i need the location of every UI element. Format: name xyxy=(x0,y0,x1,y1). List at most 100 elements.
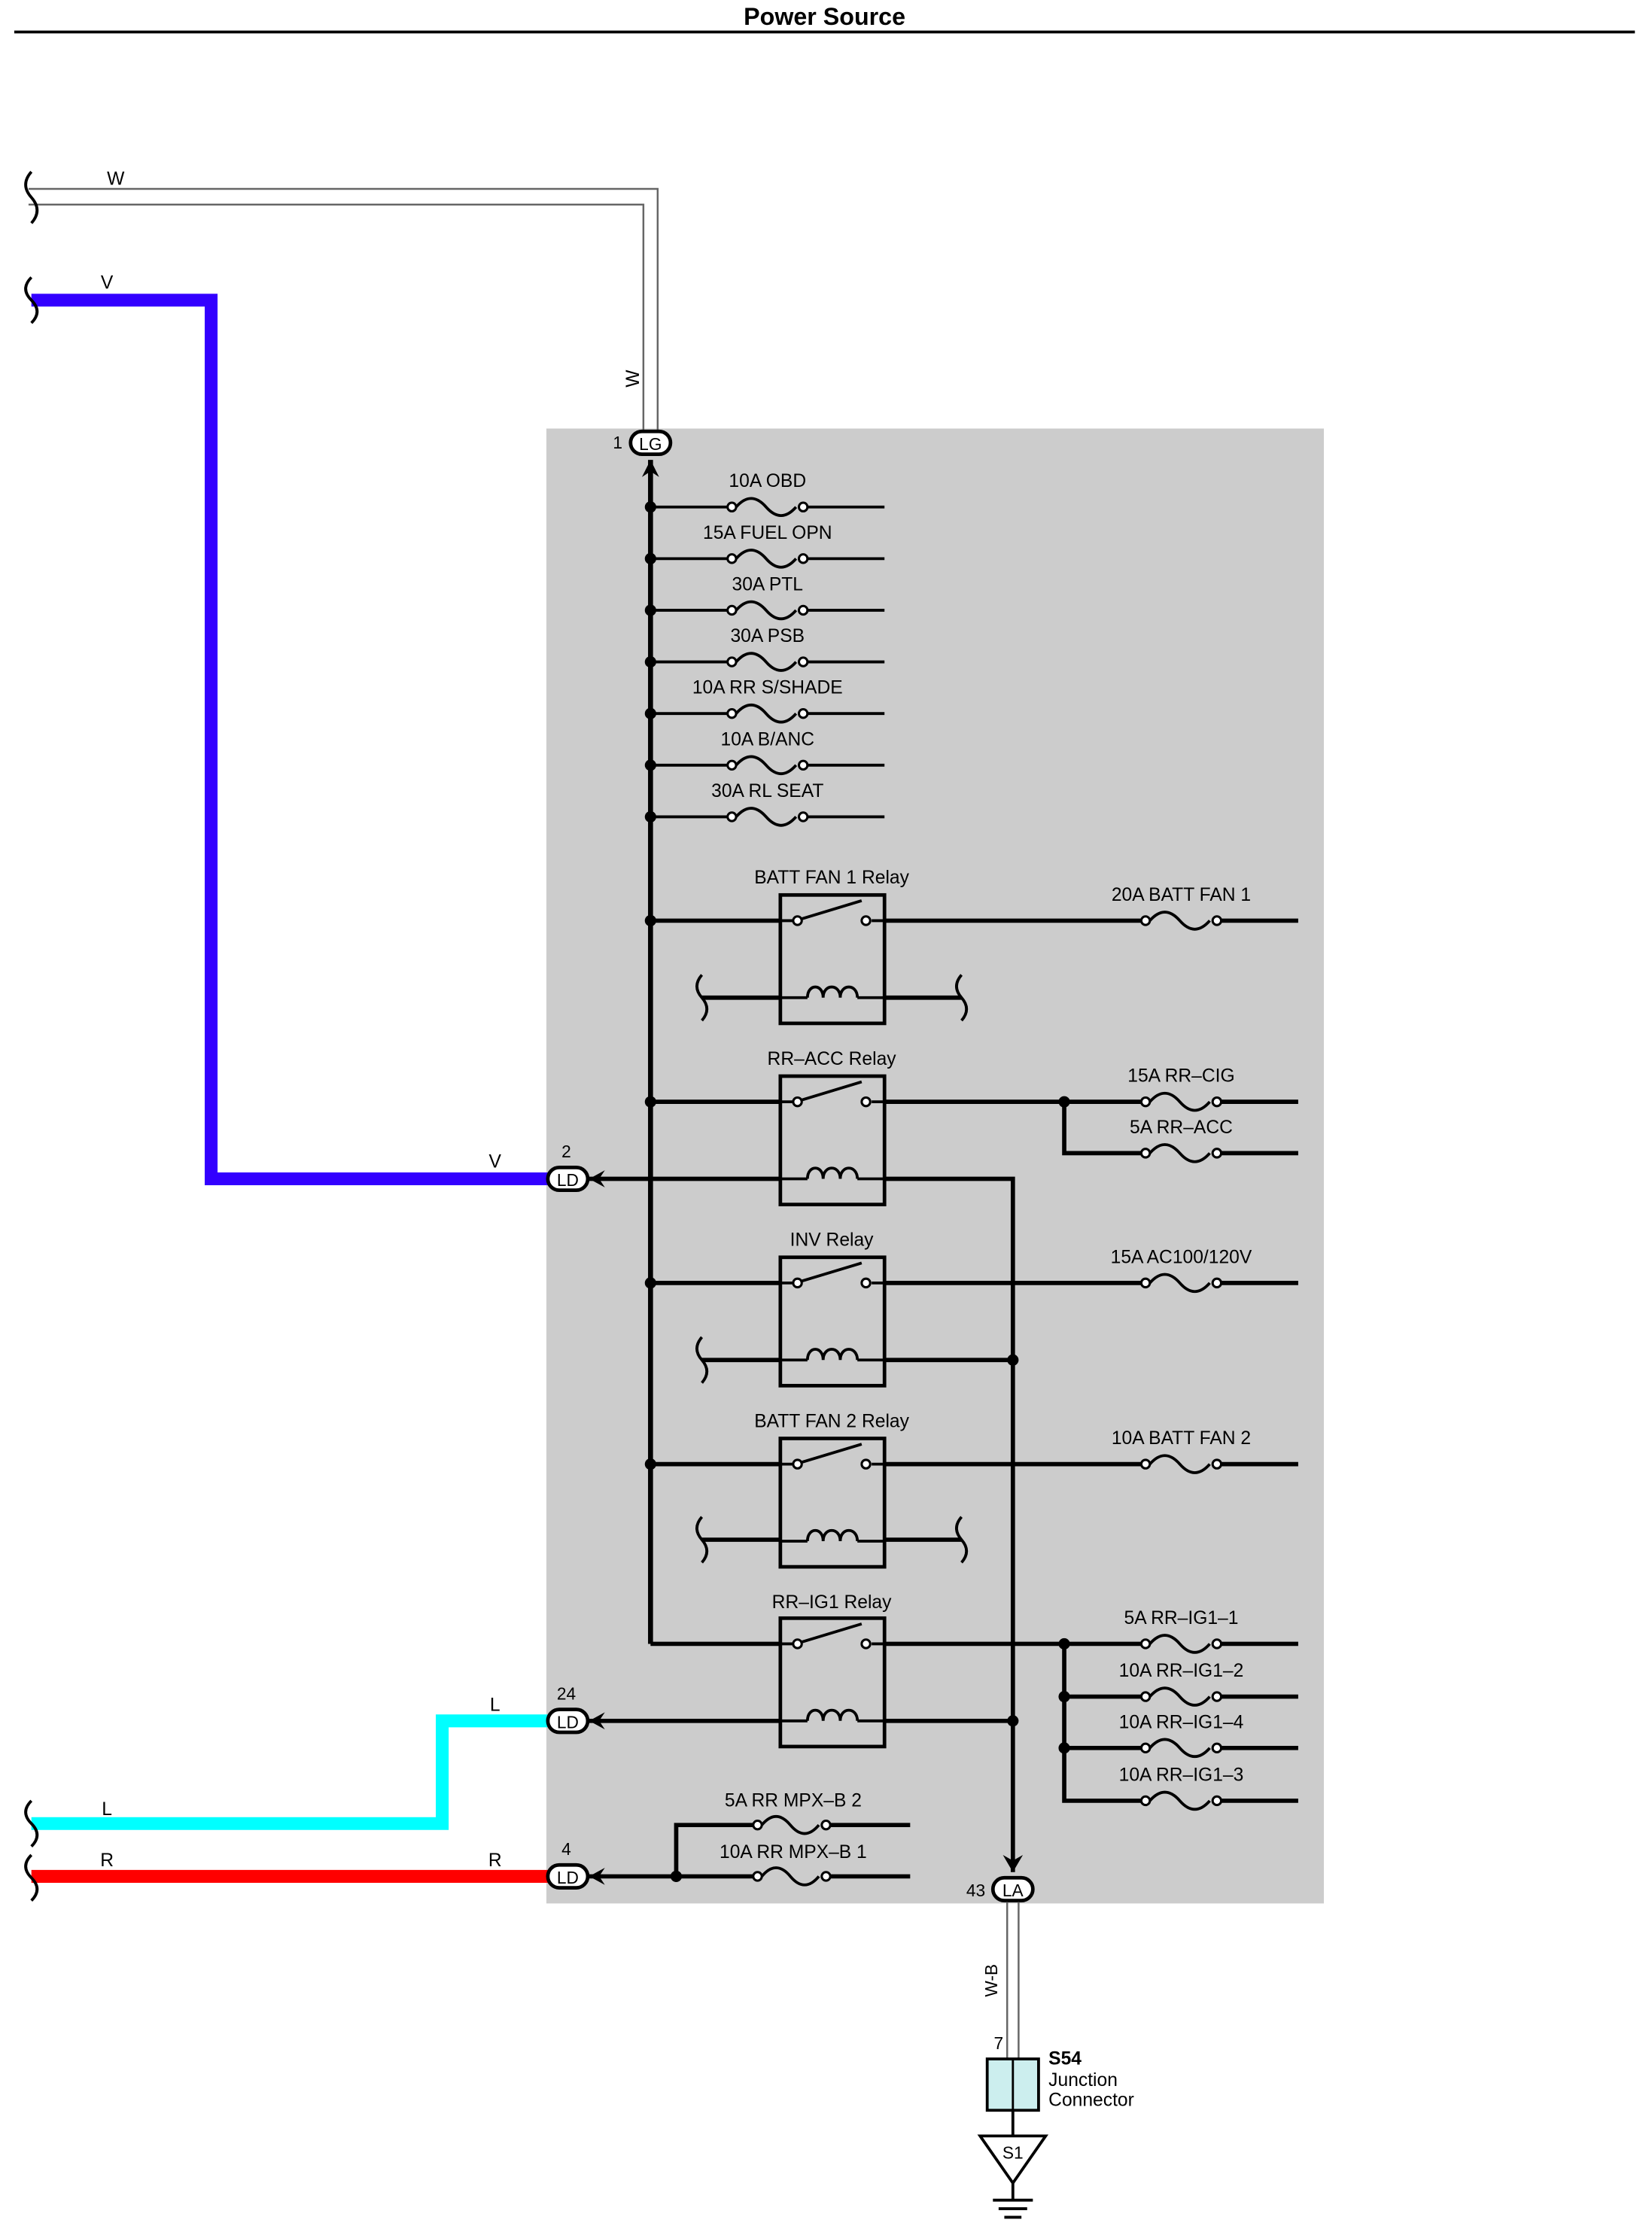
fuse-symbol xyxy=(726,755,809,776)
connector-la-code: LA xyxy=(1002,1881,1024,1900)
wire-label-l-upper: L xyxy=(490,1695,500,1716)
wire-break-symbols xyxy=(24,171,39,1902)
wire-label-r-left: R xyxy=(100,1850,114,1871)
relay-label-batt-fan-1: BATT FAN 1 Relay xyxy=(754,868,909,888)
connector-lg-code: LG xyxy=(639,434,662,454)
top-fuse-row: 30A PSB xyxy=(644,626,885,672)
fuse-symbol xyxy=(726,497,809,517)
bus-junction-dot xyxy=(644,707,656,719)
wire-label-l-lower: L xyxy=(102,1799,112,1820)
connector-ld-r-code: LD xyxy=(557,1868,579,1887)
lg-arrow xyxy=(641,460,659,477)
connector-ld-l-code: LD xyxy=(557,1712,579,1732)
bus-junction-dot xyxy=(644,655,656,668)
wire-l: L L xyxy=(31,1695,551,1830)
connector-la: LA 43 xyxy=(966,1854,1035,1903)
top-fuse-row: 10A RR S/SHADE xyxy=(644,678,885,724)
fuse-symbol xyxy=(726,549,809,569)
wire-label-v-right: V xyxy=(489,1151,502,1172)
output-fuse-symbols xyxy=(752,911,1223,1887)
fuse-symbol xyxy=(726,703,809,724)
relay-label-rr-ig1: RR–IG1 Relay xyxy=(772,1592,892,1613)
wire-label-wb: W-B xyxy=(981,1964,1001,1997)
connector-lg-pin: 1 xyxy=(613,433,622,452)
mpx-fuse-symbol xyxy=(752,1866,832,1887)
output-fuse-symbol xyxy=(1139,1738,1223,1759)
connector-ld-l-pin: 24 xyxy=(557,1683,576,1703)
wire-label-w-top: W xyxy=(107,169,125,189)
junction-connector-s54: 7 S54 Junction Connector xyxy=(985,2033,1134,2112)
wire-label-r-right: R xyxy=(488,1850,502,1871)
page-title: Power Source xyxy=(744,3,905,30)
top-fuse-label: 10A B/ANC xyxy=(721,729,815,750)
fuse-label-rr-acc: 5A RR–ACC xyxy=(1130,1118,1233,1138)
output-fuse-symbol xyxy=(1139,1273,1223,1294)
connector-ld-v-pin: 2 xyxy=(561,1142,571,1161)
connector-lg: LG 1 xyxy=(613,429,673,456)
connector-ld-l: LD 24 xyxy=(546,1683,605,1735)
relay-label-rr-acc: RR–ACC Relay xyxy=(768,1049,897,1069)
fuse-label-rr-ig1-2: 10A RR–IG1–2 xyxy=(1119,1661,1244,1681)
fuse-symbol xyxy=(726,807,809,827)
fuse-label-batt-fan-2: 10A BATT FAN 2 xyxy=(1112,1428,1251,1449)
output-fuse-symbol xyxy=(1139,1091,1223,1112)
bus-junction-dot xyxy=(644,604,656,616)
connector-la-pin: 43 xyxy=(966,1881,985,1900)
ground-code: S1 xyxy=(1002,2143,1024,2163)
output-fuse-symbol xyxy=(1139,1454,1223,1474)
relay-group xyxy=(695,892,969,1749)
relay-label-batt-fan-2: BATT FAN 2 Relay xyxy=(754,1411,909,1431)
fuse-label-rr-ig1-1: 5A RR–IG1–1 xyxy=(1124,1608,1239,1628)
fuse-label-ac100: 15A AC100/120V xyxy=(1111,1247,1252,1267)
output-fuse-symbol xyxy=(1139,1143,1223,1163)
fuse-symbol xyxy=(726,652,809,672)
top-fuse-label: 30A RL SEAT xyxy=(711,781,823,801)
junction-dots xyxy=(644,914,1070,1882)
output-fuse-symbol xyxy=(1139,911,1223,931)
wire-w: W W xyxy=(28,169,659,443)
top-fuse-label: 10A OBD xyxy=(729,471,806,491)
top-fuse-row: 15A FUEL OPN xyxy=(644,523,885,569)
relay-label-inv: INV Relay xyxy=(790,1230,875,1251)
fuse-label-batt-fan-1: 20A BATT FAN 1 xyxy=(1112,885,1251,905)
top-fuse-row: 10A OBD xyxy=(644,471,885,517)
top-fuse-label: 30A PTL xyxy=(732,574,803,594)
relay-batt-fan-2 xyxy=(778,1437,887,1569)
wire-label-v-left: V xyxy=(101,273,114,293)
connector-ld-v: LD 2 xyxy=(546,1142,605,1193)
fuse-label-rr-ig1-3: 10A RR–IG1–3 xyxy=(1119,1765,1244,1785)
relay-batt-fan-1 xyxy=(778,892,887,1026)
ground-s1: S1 xyxy=(977,2110,1049,2219)
relay-inv xyxy=(778,1255,887,1388)
output-fuse-symbol xyxy=(1139,1790,1223,1811)
top-fuse-row: 30A PTL xyxy=(644,574,885,621)
top-fuse-row: 30A RL SEAT xyxy=(644,781,885,827)
connector-ld-r-pin: 4 xyxy=(561,1839,571,1859)
bus-junction-dot xyxy=(644,810,656,823)
relay-rr-acc xyxy=(778,1074,887,1206)
top-fuse-label: 10A RR S/SHADE xyxy=(692,678,843,698)
wire-r: R R xyxy=(31,1850,551,1883)
fuse-label-mpx-b1: 10A RR MPX–B 1 xyxy=(720,1842,867,1862)
wire-v: V V xyxy=(31,273,551,1186)
connector-ld-v-code: LD xyxy=(557,1170,579,1190)
relay-rr-ig1 xyxy=(778,1616,887,1749)
top-fuse-row: 10A B/ANC xyxy=(644,729,885,776)
relay-block-panel xyxy=(546,428,1325,1904)
connector-ld-r: LD 4 xyxy=(546,1839,605,1890)
top-fuse-label: 30A PSB xyxy=(730,626,805,646)
fuse-symbol xyxy=(726,600,809,621)
output-fuse-symbol xyxy=(1139,1634,1223,1654)
fuse-label-rr-cig: 15A RR–CIG xyxy=(1127,1066,1234,1087)
junction-desc-2: Connector xyxy=(1048,2091,1134,2111)
top-fuse-group: 10A OBD 15A FUEL OPN 30A PTL 30A PSB 10A RR … xyxy=(644,471,885,827)
junction-pin: 7 xyxy=(994,2033,1004,2053)
output-fuse-symbol xyxy=(1139,1686,1223,1707)
wire-label-w-vertical: W xyxy=(623,369,643,388)
mpx-fuse-symbol xyxy=(752,1814,832,1835)
bus-junction-dot xyxy=(644,501,656,513)
fuse-label-rr-ig1-4: 10A RR–IG1–4 xyxy=(1119,1712,1244,1732)
bus-junction-dot xyxy=(644,759,656,771)
fuse-label-mpx-b2: 5A RR MPX–B 2 xyxy=(725,1791,862,1811)
